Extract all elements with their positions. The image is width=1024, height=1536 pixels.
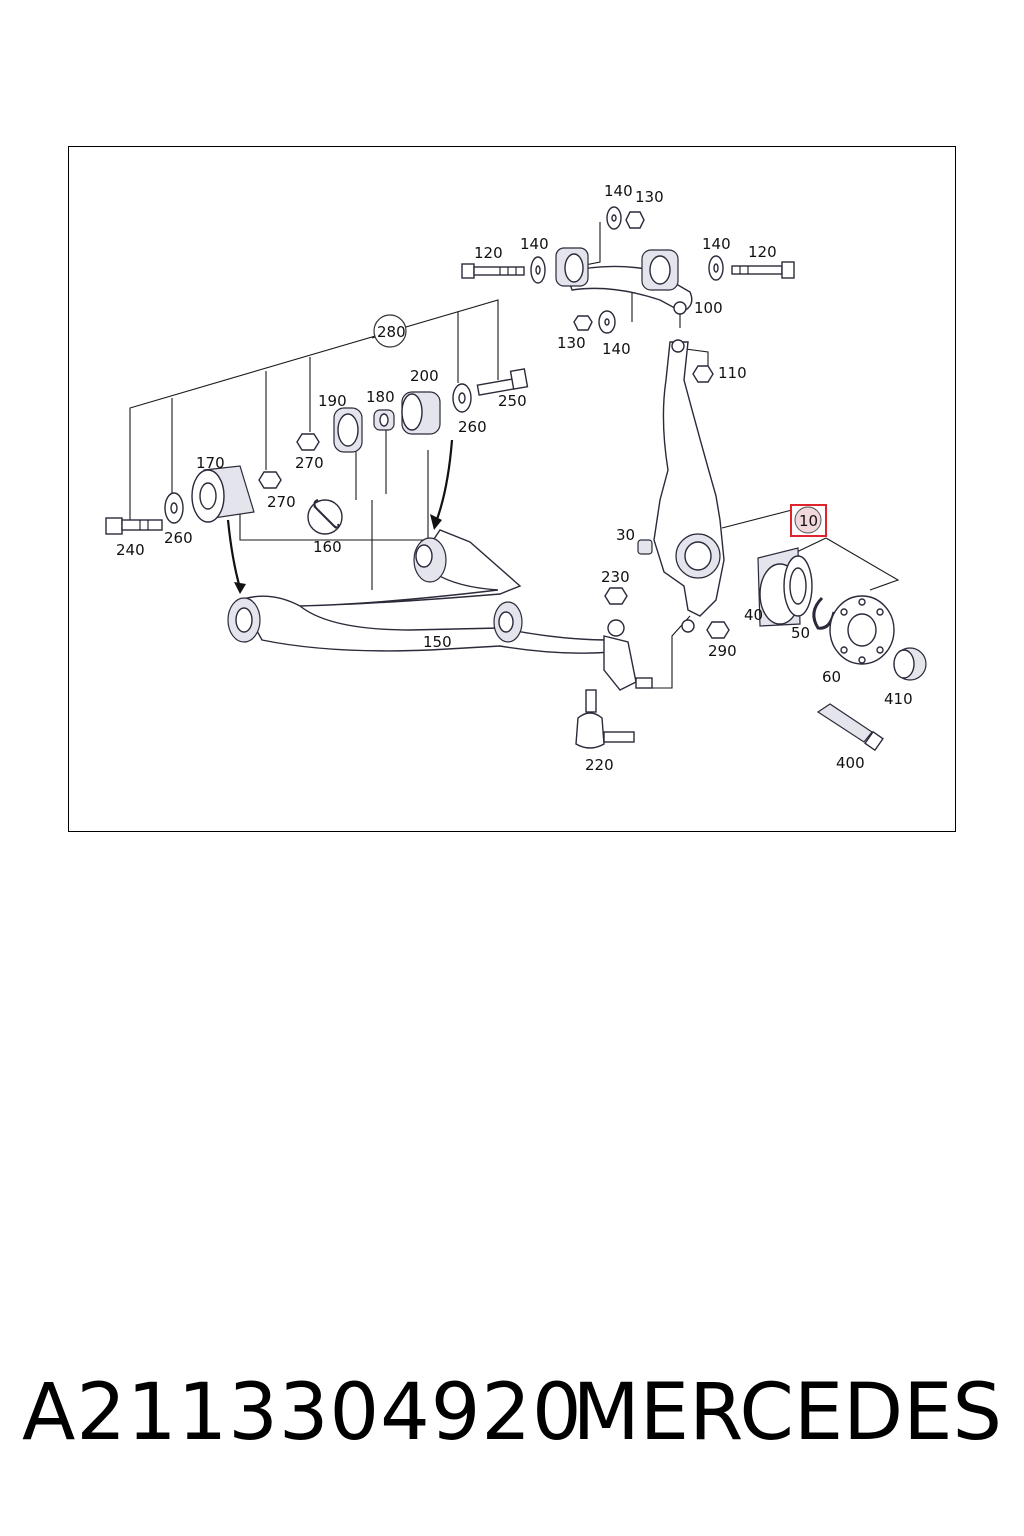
bushing-170 [191,465,255,523]
wheel-bearing-40 [757,547,813,627]
callout-40: 40 [744,606,763,624]
callout-60: 60 [822,668,841,686]
nut-290 [706,621,730,639]
washer-260-left [164,492,184,524]
footer: A2113304920 MERCEDES [0,1374,1024,1484]
callout-circle-10 [794,506,822,534]
brand-name: MERCEDES [572,1368,1003,1458]
callout-400: 400 [836,754,865,772]
nuts-130 [573,211,645,331]
bushing-190 [333,407,363,453]
bushing-200 [401,391,441,435]
callout-120-left: 120 [474,244,503,262]
callout-410: 410 [884,690,913,708]
callout-10: 10 [799,512,818,530]
callout-160: 160 [313,538,342,556]
parts-diagram: 10 30 40 50 60 100 110 120 120 130 130 1… [105,182,927,774]
callout-190: 190 [318,392,347,410]
steering-knuckle [653,339,725,633]
callout-240: 240 [116,541,145,559]
diagram-frame [68,146,956,832]
callout-30: 30 [616,526,635,544]
upper-control-arm [555,247,693,328]
grease-tube-400 [816,703,884,752]
callout-140-right: 140 [702,235,731,253]
bolt-120-right [731,261,795,279]
assembly-arrows [226,439,454,594]
nut-270-a [258,471,282,489]
wheel-hub-60 [829,595,895,665]
callout-120-right: 120 [748,243,777,261]
callout-290: 290 [708,642,737,660]
callout-110: 110 [718,364,747,382]
part-number: A2113304920 [22,1368,583,1458]
callout-140-top: 140 [604,182,633,200]
callout-140-bottom: 140 [602,340,631,358]
bushing-180 [373,409,395,431]
washers-140 [530,206,724,334]
wrench-icon-160 [307,499,343,535]
bolt-250 [476,368,529,396]
callout-220: 220 [585,756,614,774]
nut-230 [604,587,628,605]
callout-280: 280 [377,323,406,341]
nut-110 [692,365,714,383]
callout-180: 180 [366,388,395,406]
callout-circle-280 [373,314,407,348]
bolt-240 [105,517,163,535]
callout-260-right: 260 [458,418,487,436]
callout-labels: 10 30 40 50 60 100 110 120 120 130 130 1… [116,182,913,774]
dust-cap-410 [893,647,927,681]
ball-joint-220 [575,689,635,749]
plug-30 [637,539,653,555]
lower-control-arm-150 [227,529,653,691]
nut-270-b [296,433,320,451]
callout-270-upper: 270 [295,454,324,472]
callout-130-top: 130 [635,188,664,206]
callout-250: 250 [498,392,527,410]
callout-140-left: 140 [520,235,549,253]
callout-150: 150 [423,633,452,651]
callout-270-lower: 270 [267,493,296,511]
highlight-box-10 [790,504,827,537]
bolt-120-left [461,263,525,279]
washer-260-right [452,383,472,413]
callout-130-bottom: 130 [557,334,586,352]
callout-230: 230 [601,568,630,586]
callout-100: 100 [694,299,723,317]
callout-50: 50 [791,624,810,642]
callout-170: 170 [196,454,225,472]
callout-260-left: 260 [164,529,193,547]
callout-200: 200 [410,367,439,385]
